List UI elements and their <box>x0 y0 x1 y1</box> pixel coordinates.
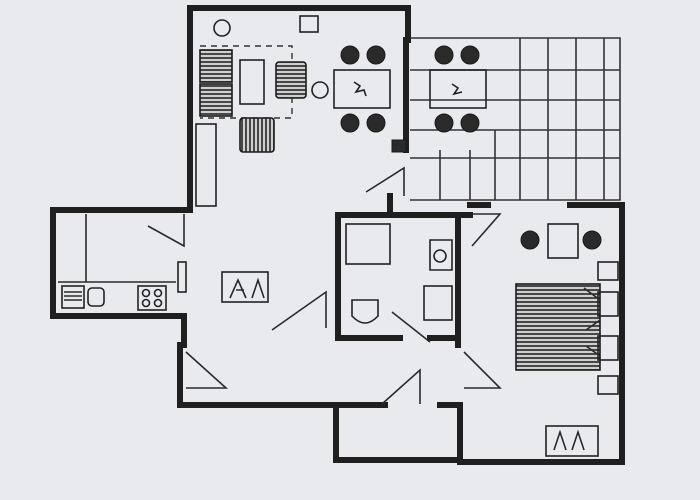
armchair <box>275 61 307 99</box>
hallway <box>185 271 502 405</box>
chair <box>434 45 454 65</box>
pillow <box>597 335 619 361</box>
chair <box>460 113 480 133</box>
chair <box>460 45 480 65</box>
nightstand <box>597 375 619 395</box>
terrace-grid <box>410 37 621 201</box>
terrace <box>429 45 487 133</box>
terrace-table <box>429 69 487 109</box>
wardrobe <box>545 425 599 457</box>
chair <box>520 230 540 250</box>
plant-pot <box>311 81 329 99</box>
dishwasher <box>87 287 105 307</box>
washbasin <box>429 239 453 271</box>
chair <box>340 113 360 133</box>
bathroom <box>345 223 453 343</box>
coffee-table <box>239 59 265 105</box>
exterior-walls <box>50 5 625 465</box>
shoe-cabinet <box>221 271 269 303</box>
side-table <box>299 15 319 33</box>
bedroom <box>471 213 619 457</box>
flower-icon <box>451 83 463 96</box>
chair <box>340 45 360 65</box>
cabinet <box>423 285 453 321</box>
flower-icon <box>353 81 367 97</box>
kitchen <box>58 214 187 311</box>
sofa-seat <box>199 83 233 117</box>
sofa-seat <box>199 49 233 83</box>
pillow <box>597 291 619 317</box>
shower-tray <box>345 223 391 265</box>
toilet-icon <box>351 299 379 324</box>
living-room <box>195 15 407 207</box>
nightstand <box>597 261 619 281</box>
armchair <box>239 117 275 153</box>
chair <box>366 45 386 65</box>
sink-icon <box>61 285 85 309</box>
desk <box>547 223 579 259</box>
double-bed <box>515 283 601 371</box>
stove-icon <box>137 285 167 311</box>
chair <box>582 230 602 250</box>
cabinet <box>195 123 217 207</box>
lamp-icon <box>213 19 231 37</box>
dining-table <box>333 69 391 109</box>
chair <box>434 113 454 133</box>
chair <box>366 113 386 133</box>
